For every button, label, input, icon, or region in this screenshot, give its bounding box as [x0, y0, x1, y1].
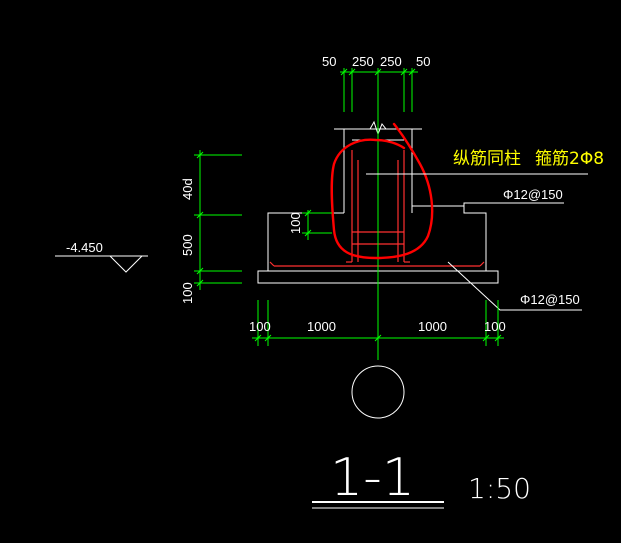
left-dimension-group [194, 150, 332, 290]
left-dim-500: 500 [180, 234, 195, 256]
left-dim-40d: 40d [180, 178, 195, 200]
left-tick-3 [196, 267, 204, 275]
left-tick-4 [196, 279, 204, 287]
inner-tick-1 [304, 209, 312, 217]
bottom-dim-1000-left: 1000 [307, 319, 336, 334]
bottom-rebar-hook-right [479, 261, 485, 267]
elevation-mark [55, 255, 148, 273]
rebar-group [269, 150, 485, 267]
note-stirrup: 箍筋2Φ8 [535, 149, 604, 169]
bottom-tick-5 [494, 334, 502, 342]
note-longitudinal: 纵筋同柱 [453, 149, 521, 169]
bottom-tick-1 [254, 334, 262, 342]
elevation-value: -4.450 [66, 240, 103, 255]
top-dim-50-left: 50 [322, 54, 336, 69]
top-tick-2 [348, 68, 356, 76]
left-tick-2 [196, 211, 204, 219]
bottom-tick-2 [264, 334, 272, 342]
top-dim-50-right: 50 [416, 54, 430, 69]
axis-bubble [351, 365, 405, 419]
bottom-rebar-hook-left [269, 261, 275, 267]
rebar-label-upper: Φ12@150 [503, 187, 563, 202]
leader-upper [463, 202, 564, 206]
top-tick-4 [400, 68, 408, 76]
elevation-triangle [109, 255, 143, 273]
inner-dim-100: 100 [288, 212, 303, 234]
rebar-leaders [447, 202, 582, 311]
top-dimension-group [340, 68, 418, 112]
bottom-dim-1000-right: 1000 [418, 319, 447, 334]
section-title: 1-1 [330, 448, 415, 508]
top-dim-250-right: 250 [380, 54, 402, 69]
footing-right-step [411, 205, 487, 271]
top-tick-5 [408, 68, 416, 76]
rebar-label-lower: Φ12@150 [520, 292, 580, 307]
top-dim-250-left: 250 [352, 54, 374, 69]
top-tick-1 [340, 68, 348, 76]
scale-label: 1:50 [468, 472, 531, 505]
bottom-dimension-group [252, 300, 504, 346]
left-dim-100-bottom: 100 [180, 282, 195, 304]
left-tick-1 [196, 151, 204, 159]
markup-circle [330, 122, 434, 260]
leader-lower [447, 261, 582, 311]
bottom-dim-100-right: 100 [484, 319, 506, 334]
inner-tick-2 [304, 229, 312, 237]
top-tick-3 [374, 68, 382, 76]
bottom-tick-3 [374, 334, 382, 342]
bottom-dim-100-left: 100 [249, 319, 271, 334]
bottom-tick-4 [482, 334, 490, 342]
